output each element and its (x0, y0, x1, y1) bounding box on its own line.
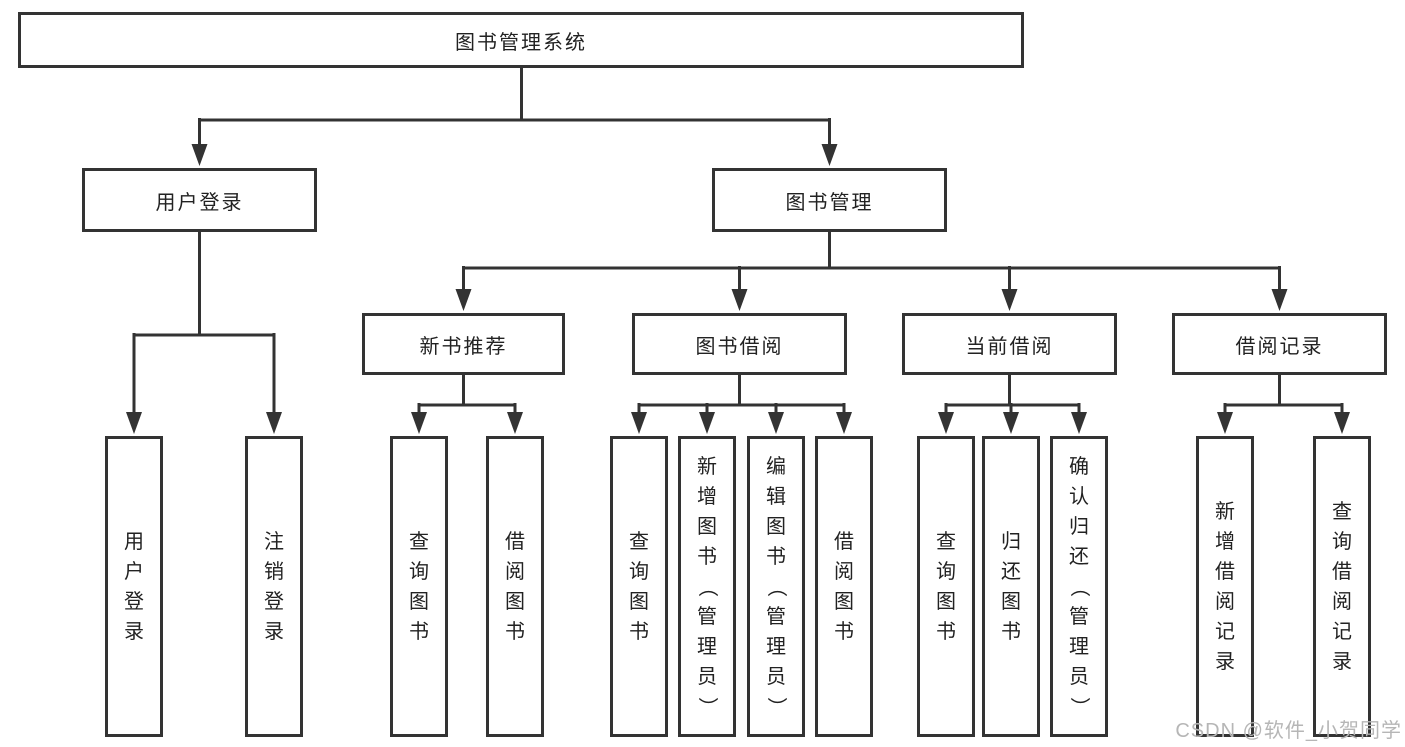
leaf-confirm-return-admin: 确认归还（管理员） (1050, 436, 1108, 737)
node-library-management-system: 图书管理系统 (18, 12, 1024, 68)
borrow-record-connector (1223, 373, 1344, 414)
arrow-down-icon (1071, 412, 1087, 434)
leaf-user-login: 用户登录 (105, 436, 163, 737)
leaf-logout: 注销登录 (245, 436, 303, 737)
arrow-down-icon (411, 412, 427, 434)
arrow-down-icon (191, 144, 208, 166)
book-management-connector (462, 230, 1281, 291)
arrow-down-icon (266, 412, 282, 434)
arrow-down-icon (768, 412, 784, 434)
node-borrowing-records: 借阅记录 (1172, 313, 1387, 375)
csdn-watermark: CSDN @软件_小贺同学 (1175, 720, 1402, 742)
leaf-borrow-book: 借阅图书 (815, 436, 873, 737)
leaf-query-book-borrowing: 查询图书 (610, 436, 668, 737)
arrow-down-icon (126, 412, 142, 434)
arrow-down-icon (1217, 412, 1233, 434)
user-login-connector (132, 230, 276, 414)
node-new-book-recommendation: 新书推荐 (362, 313, 565, 375)
root-connector (198, 66, 831, 146)
arrow-down-icon (631, 412, 647, 434)
arrow-down-icon (821, 144, 838, 166)
arrow-down-icon (507, 412, 523, 434)
book-borrow-connector (637, 373, 846, 414)
leaf-query-borrow-record: 查询借阅记录 (1313, 436, 1371, 737)
node-book-borrowing: 图书借阅 (632, 313, 847, 375)
leaf-add-book-admin: 新增图书（管理员） (678, 436, 736, 737)
node-book-management: 图书管理 (712, 168, 947, 232)
node-current-borrowing: 当前借阅 (902, 313, 1117, 375)
leaf-query-book-current: 查询图书 (917, 436, 975, 737)
arrow-down-icon (731, 289, 748, 311)
leaf-return-book: 归还图书 (982, 436, 1040, 737)
arrow-down-icon (1334, 412, 1350, 434)
arrow-down-icon (455, 289, 472, 311)
arrow-down-icon (1271, 289, 1288, 311)
arrow-down-icon (1001, 289, 1018, 311)
arrow-down-icon (699, 412, 715, 434)
leaf-borrow-book-recommend: 借阅图书 (486, 436, 544, 737)
node-user-login: 用户登录 (82, 168, 317, 232)
leaf-edit-book-admin: 编辑图书（管理员） (747, 436, 805, 737)
arrow-down-icon (938, 412, 954, 434)
leaf-add-borrow-record: 新增借阅记录 (1196, 436, 1254, 737)
arrowhead-icons (126, 144, 1350, 434)
arrow-down-icon (1003, 412, 1019, 434)
arrow-down-icon (836, 412, 852, 434)
leaf-query-book-recommend: 查询图书 (390, 436, 448, 737)
current-borrow-connector (944, 373, 1081, 414)
new-book-connector (417, 373, 517, 414)
